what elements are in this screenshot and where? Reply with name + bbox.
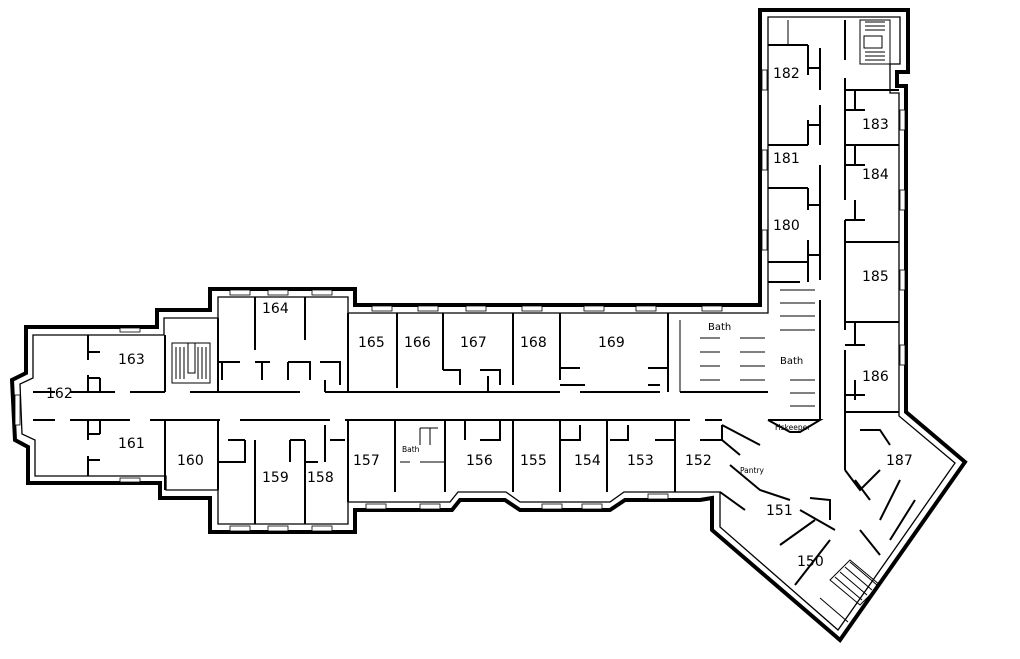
- room-182-label: 182: [773, 66, 800, 82]
- pantry-label: Pantry: [740, 466, 765, 475]
- room-184-label: 184: [862, 167, 889, 183]
- room-156-label: 156: [466, 453, 493, 469]
- room-153-label: 153: [627, 453, 654, 469]
- room-159-label: 159: [262, 470, 289, 486]
- room-165-label: 165: [358, 335, 385, 351]
- room-161-label: 161: [118, 436, 145, 452]
- room-157-label: 157: [353, 453, 380, 469]
- hskeeper-label: Hskeeper: [775, 423, 811, 432]
- bath-small-label: Bath: [402, 445, 420, 454]
- room-158-label: 158: [307, 470, 334, 486]
- room-180-label: 180: [773, 218, 800, 234]
- room-152-label: 152: [685, 453, 712, 469]
- room-183-label: 183: [862, 117, 889, 133]
- room-160-label: 160: [177, 453, 204, 469]
- outer-walls: [9, 8, 968, 643]
- room-164-label: 164: [262, 301, 289, 317]
- room-181-label: 181: [773, 151, 800, 167]
- room-155-label: 155: [520, 453, 547, 469]
- interior-walls: [33, 19, 916, 623]
- room-150-label: 150: [797, 554, 824, 570]
- room-163-label: 163: [118, 352, 145, 368]
- room-151-label: 151: [766, 503, 793, 519]
- room-187-label: 187: [886, 453, 913, 469]
- bath-right-label: Bath: [780, 356, 803, 367]
- bath-top-label: Bath: [708, 322, 731, 333]
- room-185-label: 185: [862, 269, 889, 285]
- room-labels: 162 163 161 160 164 159 158 165 166 167 …: [46, 66, 913, 570]
- room-154-label: 154: [574, 453, 601, 469]
- room-186-label: 186: [862, 369, 889, 385]
- room-167-label: 167: [460, 335, 487, 351]
- room-166-label: 166: [404, 335, 431, 351]
- room-162-label: 162: [46, 386, 73, 402]
- room-168-label: 168: [520, 335, 547, 351]
- room-169-label: 169: [598, 335, 625, 351]
